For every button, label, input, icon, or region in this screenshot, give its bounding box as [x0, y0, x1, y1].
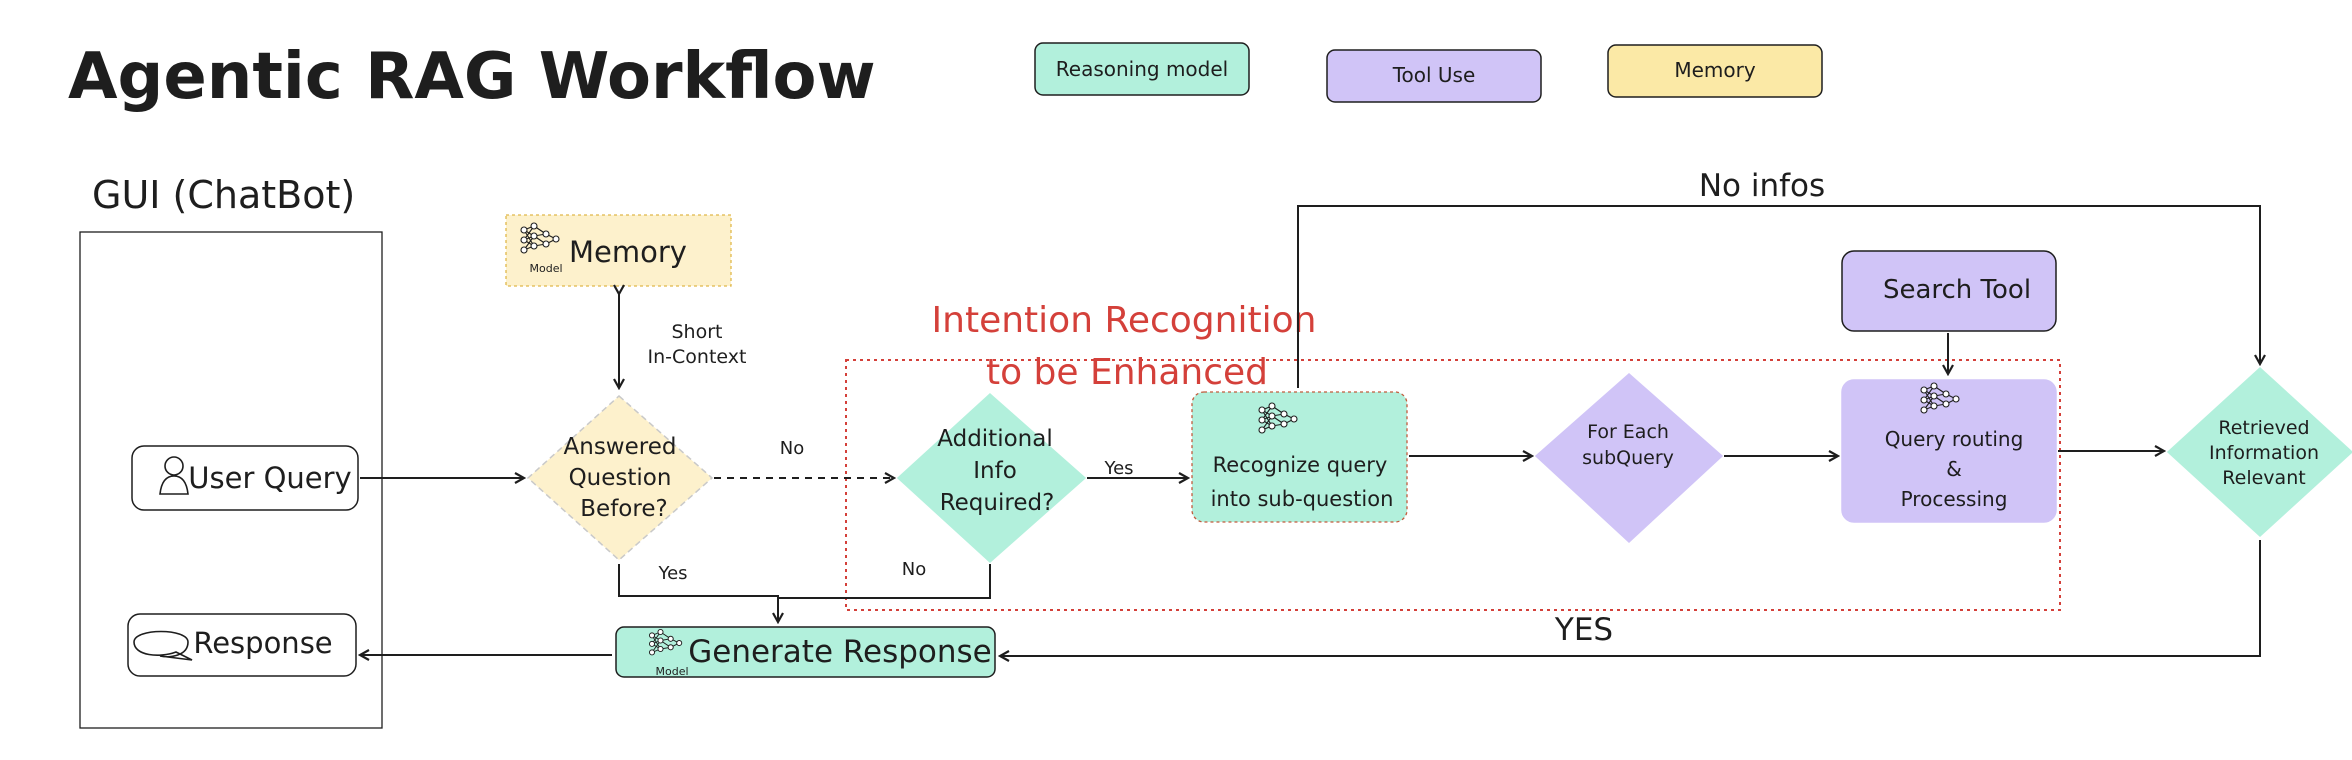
query-routing-box: Query routing & Processing — [1841, 379, 2057, 523]
response-label: Response — [193, 626, 332, 660]
generate-model-tag: Model — [655, 665, 688, 678]
retrieved-line2: Information — [2209, 442, 2319, 464]
memory-box: Model Memory — [505, 214, 732, 287]
retrieved-info-diamond: Retrieved Information Relevant — [2166, 366, 2352, 538]
short-context-line2: In-Context — [648, 346, 747, 368]
legend-reasoning-label: Reasoning model — [1056, 57, 1228, 81]
legend-memory: Memory — [1607, 44, 1823, 98]
user-icon — [159, 456, 189, 495]
memory-model-tag: Model — [529, 262, 562, 275]
search-tool-box: Search Tool — [1841, 250, 2057, 332]
short-context-line1: Short — [672, 321, 723, 343]
recognize-line2: into sub-question — [1211, 487, 1394, 511]
for-each-line1: For Each — [1587, 421, 1669, 443]
recognize-line1: Recognize query — [1213, 453, 1388, 477]
edge-label-yes-1: Yes — [1103, 458, 1133, 479]
edge-label-yes-2: Yes — [657, 563, 687, 584]
edge-retrieved-yes — [1000, 540, 2261, 656]
legend-tool-use: Tool Use — [1326, 49, 1542, 103]
answered-line3: Before? — [580, 496, 667, 522]
speech-bubble-icon — [133, 630, 193, 661]
routing-line2: & — [1946, 457, 1962, 481]
search-tool-label: Search Tool — [1883, 275, 2031, 305]
additional-line3: Required? — [940, 490, 1055, 516]
routing-line1: Query routing — [1885, 427, 2024, 451]
edge-additional-no — [778, 564, 991, 599]
memory-label: Memory — [569, 235, 687, 269]
answered-line2: Question — [569, 465, 672, 491]
answered-question-diamond: Answered Question Before? — [526, 394, 714, 562]
recognize-query-box: Recognize query into sub-question — [1191, 391, 1408, 523]
intention-line1: Intention Recognition — [932, 300, 1317, 341]
for-each-line2: subQuery — [1582, 447, 1674, 469]
intention-region — [845, 359, 2061, 611]
retrieved-line1: Retrieved — [2218, 417, 2309, 439]
edge-label-yes-final: YES — [1554, 612, 1613, 648]
gui-title: GUI (ChatBot) — [92, 173, 355, 217]
page-title: Agentic RAG Workflow — [68, 40, 876, 114]
for-each-diamond: For Each subQuery — [1534, 373, 1724, 544]
retrieved-line3: Relevant — [2222, 467, 2305, 489]
additional-line2: Info — [973, 458, 1017, 484]
edge-label-no-infos: No infos — [1699, 168, 1825, 204]
response-box[interactable]: Response — [127, 613, 357, 677]
routing-line3: Processing — [1901, 487, 2008, 511]
edge-no-infos-loop — [1297, 205, 2260, 388]
intention-line2: to be Enhanced — [986, 352, 1268, 393]
legend-reasoning: Reasoning model — [1034, 42, 1250, 96]
user-query-label: User Query — [188, 461, 351, 495]
generate-label: Generate Response — [688, 634, 992, 670]
edge-label-no-1: No — [780, 438, 804, 459]
additional-line1: Additional — [937, 426, 1052, 452]
legend-memory-label: Memory — [1674, 58, 1756, 82]
answered-line1: Answered — [564, 434, 677, 460]
edge-answered-yes — [618, 564, 778, 622]
additional-info-diamond: Additional Info Required? — [896, 392, 1087, 564]
generate-response-box: Model Generate Response — [615, 626, 996, 678]
legend-tool-use-label: Tool Use — [1392, 63, 1476, 87]
edge-label-no-2: No — [902, 559, 926, 580]
user-query-box[interactable]: User Query — [131, 445, 359, 511]
